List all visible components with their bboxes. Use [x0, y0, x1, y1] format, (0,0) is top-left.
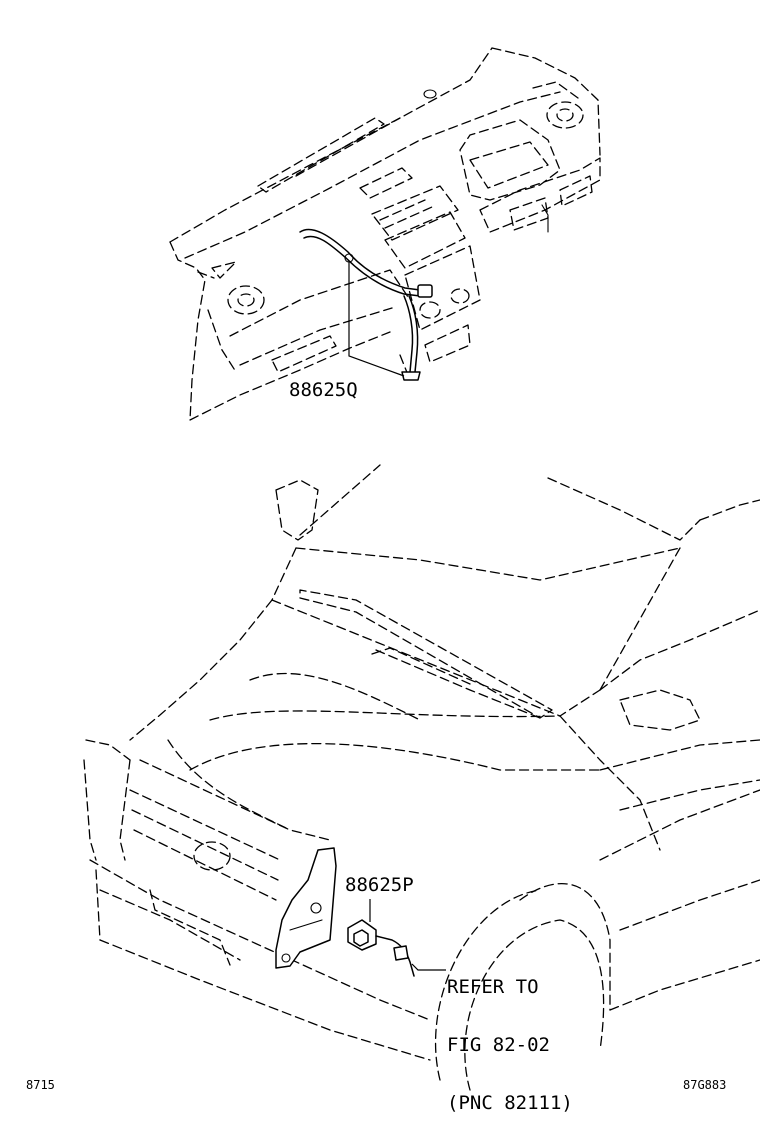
- part-label-88625P: 88625P: [345, 874, 414, 896]
- figure-code-right: 87G883: [683, 1078, 727, 1092]
- leader-line-88625Q: [348, 262, 405, 377]
- instrument-panel-outline: [169, 47, 601, 421]
- vehicle-body-outline: [83, 464, 760, 1091]
- wiring-harness-88625Q: [299, 228, 433, 381]
- reference-line-3: (PNC 82111): [447, 1092, 573, 1114]
- bracket-assembly: [275, 847, 337, 969]
- sensor-88625P: [347, 919, 415, 977]
- reference-line-1: REFER TO: [447, 976, 539, 998]
- reference-note: REFER TO FIG 82-02 (PNC 82111): [447, 940, 573, 1133]
- leader-line-reference: [411, 963, 446, 971]
- reference-line-2: FIG 82-02: [447, 1034, 550, 1056]
- part-label-88625Q: 88625Q: [289, 379, 358, 401]
- figure-code-left: 8715: [26, 1078, 55, 1092]
